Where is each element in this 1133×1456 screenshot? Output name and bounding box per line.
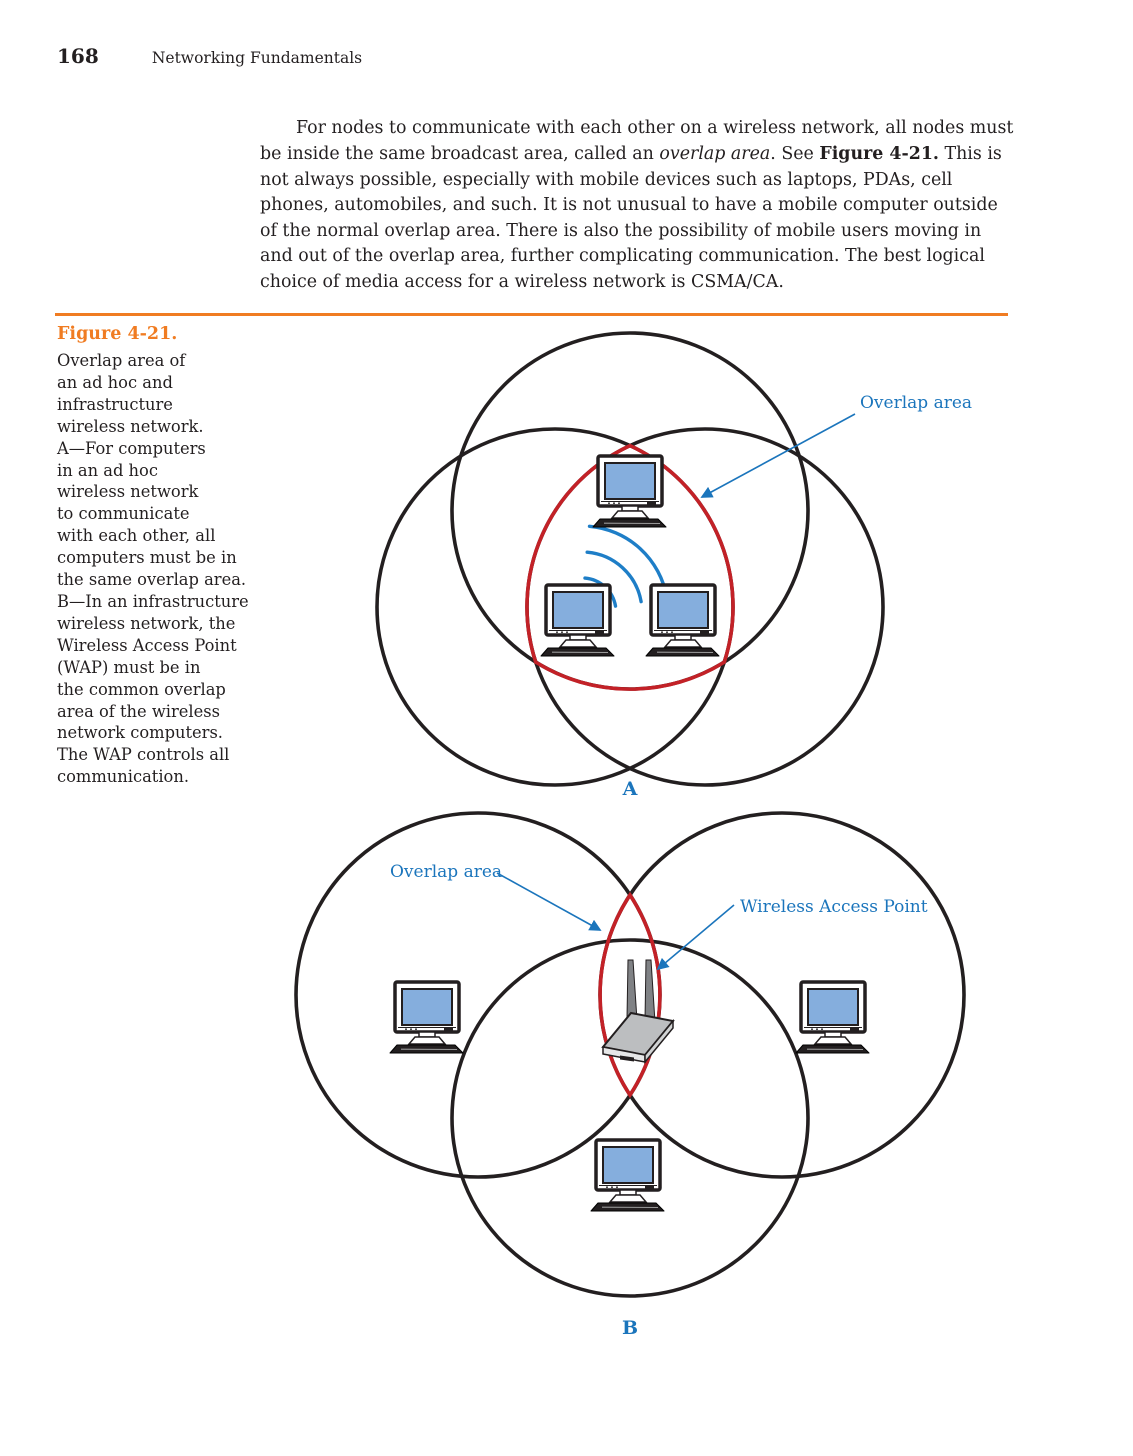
italic-term: overlap area — [659, 143, 771, 164]
figure-reference: Figure 4-21. — [819, 143, 939, 164]
caption-line: the common overlap — [57, 679, 226, 699]
caption-line: (WAP) must be in — [57, 657, 201, 677]
overlap-area-outline — [598, 891, 662, 1099]
overlap-area-label: Overlap area — [860, 393, 972, 413]
page-number: 168 — [57, 44, 99, 68]
computer-icon — [591, 454, 668, 529]
diagram-b-infrastructure-network: Overlap area Wireless Access Point B — [294, 811, 966, 1339]
caption-line: an ad hoc and — [57, 372, 173, 392]
caption-line: A—For computers — [57, 438, 206, 458]
paragraph-text: . See — [770, 143, 820, 164]
caption-line: Overlap area of — [57, 351, 186, 370]
overlap-area-arrow — [700, 413, 856, 498]
coverage-circle-bottom — [450, 938, 810, 1298]
caption-line: network computers. — [57, 723, 223, 743]
caption-line: with each other, all — [57, 526, 216, 546]
computer-icon — [589, 1138, 666, 1213]
caption-line: computers must be in — [57, 548, 237, 568]
paragraph-text: This is not always possible, especially … — [260, 143, 1002, 292]
wireless-access-point-arrow — [656, 904, 735, 971]
caption-line: communication. — [57, 767, 190, 787]
section-label-a: A — [622, 778, 638, 800]
caption-line: wireless network. — [57, 416, 204, 436]
wireless-access-point-label: Wireless Access Point — [740, 897, 928, 917]
section-label-b: B — [622, 1317, 638, 1339]
caption-line: wireless network, the — [57, 613, 236, 633]
caption-line: The WAP controls all — [57, 745, 230, 765]
overlap-area-outline — [525, 443, 735, 691]
running-head: 168 Networking Fundamentals — [57, 44, 957, 68]
overlap-area-arrow — [496, 872, 602, 931]
caption-line: in an ad hoc — [57, 460, 158, 480]
paragraph-text: For nodes to communicate with each other… — [260, 118, 1014, 164]
caption-line: infrastructure — [57, 394, 173, 414]
caption-line: area of the wireless — [57, 701, 220, 721]
computer-icon — [644, 583, 721, 658]
diagram-a-adhoc-network: Overlap area A — [375, 331, 972, 800]
computer-icon — [794, 980, 871, 1055]
caption-line: wireless network — [57, 482, 199, 502]
caption-line: the same overlap area. — [57, 570, 247, 590]
coverage-circle-right — [598, 811, 966, 1179]
body-paragraph: For nodes to communicate with each other… — [260, 116, 1016, 295]
figure-label: Figure 4-21. — [57, 324, 178, 344]
computer-icon — [388, 980, 465, 1055]
caption-line: to communicate — [57, 504, 190, 524]
running-head-title: Networking Fundamentals — [151, 49, 363, 67]
caption-line: B—In an infrastructure — [57, 591, 249, 611]
figure-divider-rule — [55, 313, 1008, 316]
wireless-access-point-icon — [601, 959, 675, 1065]
caption-line: Wireless Access Point — [57, 635, 237, 655]
computer-icon — [539, 583, 616, 658]
overlap-area-label: Overlap area — [390, 862, 502, 882]
